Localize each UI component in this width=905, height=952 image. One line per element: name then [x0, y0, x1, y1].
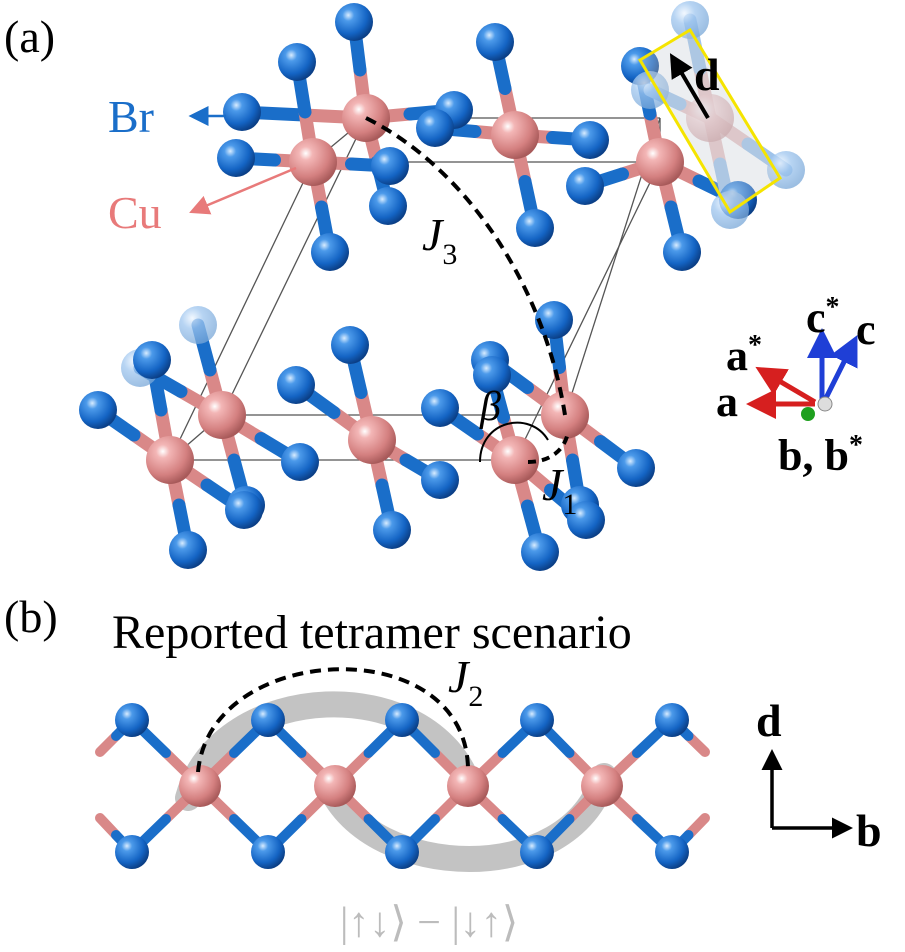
j3-exchange-path [365, 116, 567, 416]
br-atom [373, 511, 411, 549]
br-atom [571, 121, 609, 159]
cu-atom [581, 765, 623, 807]
cu-legend-arrow [189, 166, 297, 215]
br-atom [516, 209, 554, 247]
br-atom [416, 109, 454, 147]
b-axis-dot [801, 407, 815, 421]
cu-atom [686, 94, 734, 142]
br-atom [567, 501, 605, 539]
c-axis [821, 335, 858, 404]
br-atom [535, 301, 573, 339]
cu-atom [636, 138, 684, 186]
cu-atom [348, 416, 396, 464]
singlet-band-left [175, 691, 483, 811]
br-atom [277, 366, 315, 404]
br-atom [617, 449, 655, 487]
panel-a: (a) d J3 β [4, 1, 876, 571]
br-atom [115, 703, 149, 737]
cu-atom [491, 111, 539, 159]
atoms-panel-b [115, 703, 689, 869]
singlet-state-label: |↑↓⟩ − |↓↑⟩ [340, 900, 518, 946]
br-atom [655, 703, 689, 737]
panel-b-axes: d b [756, 695, 882, 856]
br-atom [520, 835, 554, 869]
br-atom [521, 533, 559, 571]
a-star-axis [755, 366, 817, 405]
br-atom [371, 147, 409, 185]
br-atom [385, 835, 419, 869]
br-atom [421, 461, 459, 499]
axis-origin [817, 396, 833, 412]
br-atom [369, 187, 407, 225]
a-label: a [716, 377, 738, 426]
atoms-panel-a [79, 1, 805, 571]
j1-label: J1 [542, 459, 577, 521]
d-direction-arrow [669, 53, 710, 120]
panel-b-label: (b) [4, 591, 58, 642]
br-atom [421, 389, 459, 427]
br-atom [223, 93, 261, 131]
br-atom [631, 71, 669, 109]
br-atom [281, 443, 319, 481]
panel-b-title: Reported tetramer scenario [112, 606, 632, 659]
br-atom [115, 835, 149, 869]
br-atom [217, 139, 255, 177]
br-atom [655, 835, 689, 869]
br-atom [251, 835, 285, 869]
br-atom [663, 233, 701, 271]
panel-b: (b) Reported tetramer scenario J2 |↑↓⟩ −… [4, 591, 882, 946]
axis-triad: c* c a* a b, b* [716, 292, 876, 480]
br-atom [473, 356, 511, 394]
cu-atom [179, 765, 221, 807]
br-atom [335, 3, 373, 41]
cu-atom [146, 436, 194, 484]
panel-a-label: (a) [4, 11, 55, 62]
br-atom [79, 391, 117, 429]
j1-exchange-path [527, 431, 570, 464]
c-star-label: c* [806, 292, 840, 342]
cu-legend-label: Cu [108, 187, 162, 238]
panel-b-d-label: d [756, 695, 782, 746]
br-atom [385, 703, 419, 737]
br-atom [225, 491, 263, 529]
singlet-band-right [317, 763, 617, 872]
cu-atom [198, 391, 246, 439]
br-legend-label: Br [108, 91, 154, 142]
br-atom [179, 306, 217, 344]
br-atom [133, 341, 171, 379]
br-atom [251, 703, 285, 737]
cu-atom [447, 765, 489, 807]
b-label: b, b* [778, 430, 863, 480]
br-atom [671, 1, 709, 39]
br-atom [311, 233, 349, 271]
br-atom [476, 23, 514, 61]
beta-angle-arc [479, 421, 549, 463]
br-atom [520, 703, 554, 737]
j2-label: J2 [448, 651, 483, 713]
j3-label: J3 [422, 209, 457, 271]
br-atom [169, 531, 207, 569]
cu-atom [314, 765, 356, 807]
br-atom [566, 167, 604, 205]
d-label: d [694, 49, 720, 100]
cu-atom [289, 138, 337, 186]
a-star-label: a* [726, 330, 762, 380]
c-label: c [856, 305, 876, 354]
br-atom [331, 326, 369, 364]
br-atom [278, 43, 316, 81]
beta-label: β [479, 384, 501, 430]
panel-b-b-label: b [856, 805, 882, 856]
j2-exchange-path [196, 667, 471, 773]
cu-atom [491, 436, 539, 484]
